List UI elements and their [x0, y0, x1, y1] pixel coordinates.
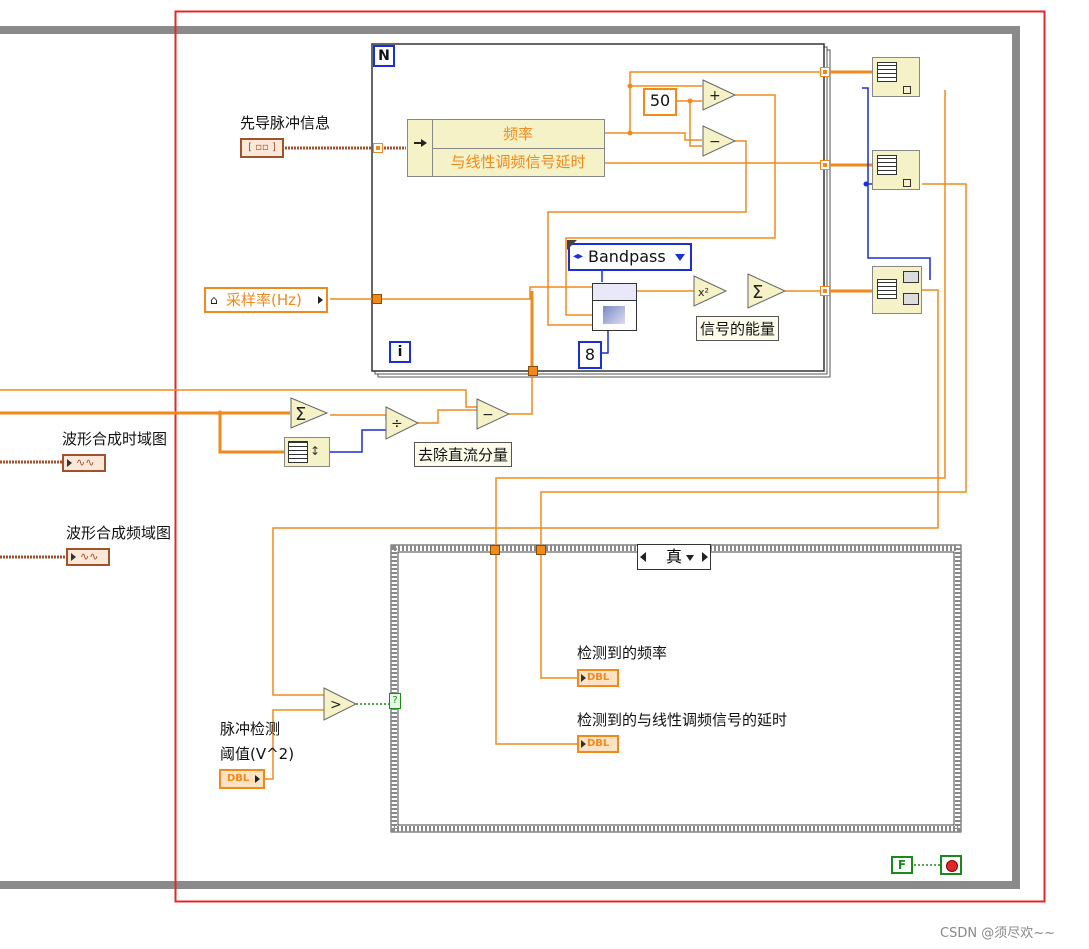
pulse-info-control[interactable]: [ ▫▫ ]: [240, 138, 284, 158]
waveform-icon: ∿∿: [76, 456, 95, 469]
case-tunnel-freq: [536, 545, 546, 555]
array-size-node[interactable]: ↕: [284, 437, 330, 467]
loop-tunnel-energy: [820, 286, 830, 296]
chevron-down-icon: [675, 254, 685, 261]
for-loop-count-terminal[interactable]: N: [373, 45, 395, 67]
signal-energy-label: 信号的能量: [696, 316, 780, 341]
cluster-field-frequency: 频率: [432, 120, 604, 149]
waveform-icon: ∿∿: [80, 550, 99, 563]
stop-icon: [946, 860, 958, 872]
case-tunnel-delay: [490, 545, 500, 555]
case-selector-value: 真: [665, 547, 682, 566]
add-node: [702, 79, 737, 111]
index-array-node-2[interactable]: [872, 150, 920, 190]
sample-rate-tunnel: [372, 294, 382, 304]
pulse-info-label: 先导脉冲信息: [240, 114, 331, 132]
detected-freq-label: 检测到的频率: [577, 644, 668, 662]
increment-arrow-icon[interactable]: [702, 552, 708, 562]
loop-tunnel-input: [528, 366, 538, 376]
array-icon: [877, 62, 897, 82]
threshold-label-line2: 阈值(V^2): [220, 745, 295, 763]
detected-delay-label: 检测到的与线性调频信号的延时: [577, 711, 788, 729]
sum-energy-node: [747, 273, 787, 309]
cluster-field-delay: 与线性调频信号延时: [450, 153, 586, 171]
detected-delay-indicator[interactable]: DBL: [577, 735, 619, 753]
svg-text:Σ: Σ: [752, 282, 763, 303]
index-array-node-1[interactable]: [872, 57, 920, 97]
svg-text:÷: ÷: [391, 416, 403, 432]
false-constant[interactable]: F: [891, 856, 913, 874]
filter-order-constant[interactable]: 8: [578, 341, 602, 369]
threshold-label-line1: 脉冲检测: [220, 720, 281, 738]
svg-text:−: −: [709, 134, 721, 150]
threshold-control[interactable]: DBL: [219, 769, 265, 789]
filter-header-icon: [593, 284, 636, 301]
array-max-min-node[interactable]: [872, 266, 922, 314]
control-arrow-icon: [255, 775, 260, 783]
filter-graph-icon: [603, 306, 625, 324]
waveform-freq-indicator[interactable]: ∿∿: [66, 548, 110, 566]
waveform-time-label: 波形合成时域图: [62, 430, 168, 448]
size-icon: ↕: [310, 444, 321, 458]
sample-rate-arrow-icon: [318, 296, 323, 304]
max-icon: [903, 271, 919, 283]
stop-terminal[interactable]: [940, 855, 962, 875]
subtract-node: [702, 125, 737, 157]
ring-corner: [567, 240, 577, 250]
array-index-icon: [903, 179, 911, 187]
threshold-type: DBL: [227, 773, 250, 784]
bandpass-filter-node[interactable]: [592, 283, 637, 331]
min-icon: [903, 293, 919, 305]
loop-tunnel-freq: [820, 67, 830, 77]
decrement-arrow-icon[interactable]: [640, 552, 646, 562]
remove-dc-label: 去除直流分量: [414, 442, 513, 467]
svg-text:Σ: Σ: [295, 404, 306, 425]
add-glyph: +: [709, 88, 721, 104]
waveform-time-indicator[interactable]: ∿∿: [62, 454, 106, 472]
array-icon: [877, 155, 897, 175]
waveform-freq-label: 波形合成频域图: [66, 524, 172, 542]
array-index-icon: [903, 86, 911, 94]
case-selector[interactable]: 真: [637, 544, 711, 570]
ring-updown-icon: ◂▸: [573, 251, 584, 262]
for-loop-iteration-terminal: i: [389, 341, 411, 363]
unbundle-arrow-icon: [408, 120, 433, 176]
array-icon: [877, 279, 897, 299]
filter-mode-value: Bandpass: [588, 247, 666, 266]
svg-text:>: >: [330, 697, 342, 713]
constant-fifty[interactable]: 50: [643, 88, 677, 116]
loop-tunnel-delay: [820, 160, 830, 170]
home-icon: ⌂: [210, 293, 218, 307]
divide-node: [385, 406, 420, 440]
detected-freq-indicator[interactable]: DBL: [577, 669, 619, 687]
case-selector-terminal: ?: [389, 693, 401, 709]
array-icon: [288, 441, 308, 463]
greater-node: [323, 687, 358, 721]
chevron-down-icon: [686, 555, 694, 561]
sub-dc-node: [476, 398, 511, 430]
pulse-tunnel: [373, 143, 383, 153]
highlight-box: [174, 10, 1046, 903]
filter-type-ring[interactable]: ◂▸ Bandpass: [568, 243, 692, 271]
unbundle-by-name-node[interactable]: 频率 与线性调频信号延时: [407, 119, 605, 177]
sum-array-node: [290, 397, 329, 429]
watermark: CSDN @须尽欢~~: [940, 926, 1055, 941]
sample-rate-label: 采样率(Hz): [226, 291, 302, 309]
square-node: [693, 275, 728, 307]
svg-text:−: −: [482, 407, 494, 423]
while-loop-frame: [0, 26, 1020, 889]
svg-text:x²: x²: [698, 286, 709, 299]
sample-rate-control[interactable]: ⌂ 采样率(Hz): [204, 287, 328, 313]
